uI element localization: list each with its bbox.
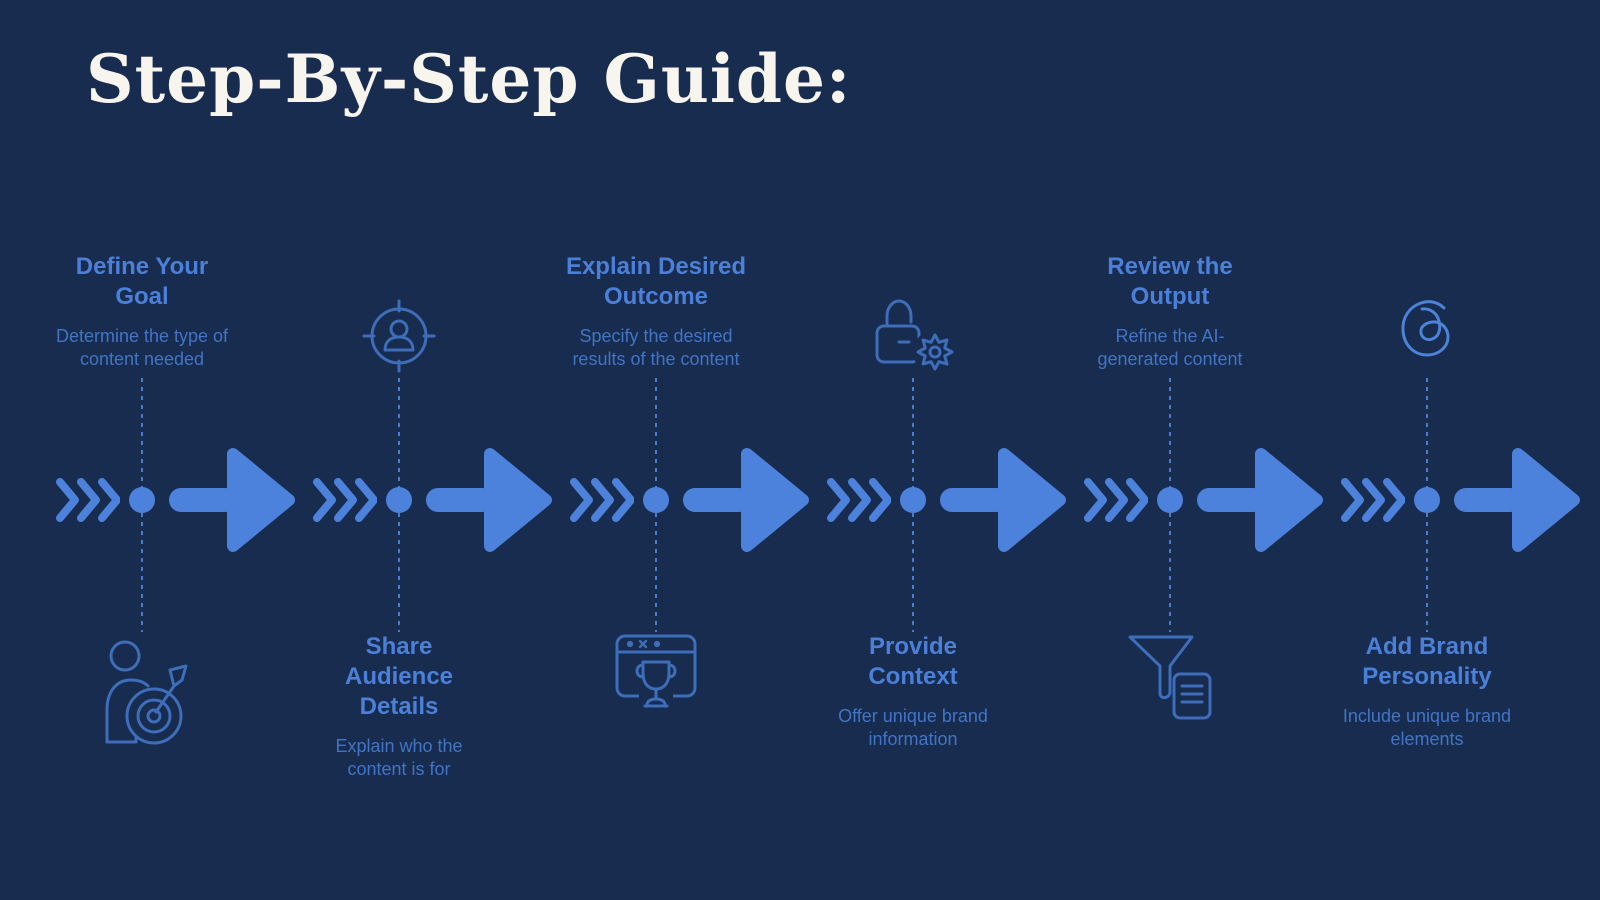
timeline-dot — [1157, 487, 1183, 513]
triple-chevron-icon — [56, 478, 120, 522]
dotted-connector — [141, 378, 143, 632]
step-title: Share Audience Details — [344, 633, 454, 720]
timeline-dot — [129, 487, 155, 513]
step-title: Add Brand Personality — [1362, 633, 1492, 690]
arrow-icon — [169, 448, 295, 552]
step-title: Define Your Goal — [75, 253, 209, 310]
timeline-dot — [643, 487, 669, 513]
timeline-dot — [900, 487, 926, 513]
dotted-connector — [912, 378, 914, 632]
arrow-icon — [1454, 448, 1580, 552]
step-title: Review the Output — [1107, 253, 1233, 310]
arrow-icon — [940, 448, 1066, 552]
step-text: Explain Desired Outcome Specify the desi… — [531, 252, 781, 370]
timeline-dot — [386, 487, 412, 513]
triple-chevron-icon — [827, 478, 891, 522]
step-description: Refine the AI-generated content — [1097, 326, 1243, 369]
threads-icon — [1401, 300, 1450, 357]
step-description: Specify the desired results of the conte… — [572, 326, 740, 369]
step-description: Explain who the content is for — [335, 736, 463, 779]
step-title: Provide Context — [868, 633, 958, 690]
step-text: Review the Output Refine the AI-generate… — [1045, 252, 1295, 370]
step-description: Determine the type of content needed — [55, 326, 229, 369]
goal-target-icon — [105, 640, 188, 745]
page-title: Step-By-Step Guide: — [86, 40, 852, 118]
step-text: Define Your Goal Determine the type of c… — [17, 252, 267, 370]
triple-chevron-icon — [570, 478, 634, 522]
arrow-icon — [1197, 448, 1323, 552]
dotted-connector — [1426, 378, 1428, 632]
step-title: Explain Desired Outcome — [565, 253, 747, 310]
step-text: Share Audience Details Explain who the c… — [274, 632, 524, 780]
funnel-document-icon — [1128, 635, 1212, 720]
triple-chevron-icon — [1341, 478, 1405, 522]
step-description: Offer unique brand information — [838, 706, 988, 749]
step-text: Provide Context Offer unique brand infor… — [788, 632, 1038, 750]
step-description: Include unique brand elements — [1342, 706, 1512, 749]
arrow-icon — [683, 448, 809, 552]
dotted-connector — [398, 378, 400, 632]
dotted-connector — [1169, 378, 1171, 632]
timeline-dot — [1414, 487, 1440, 513]
step-text: Add Brand Personality Include unique bra… — [1302, 632, 1552, 750]
audience-target-icon — [362, 299, 436, 373]
lock-gear-icon — [875, 299, 957, 374]
browser-trophy-icon — [615, 634, 697, 718]
triple-chevron-icon — [313, 478, 377, 522]
triple-chevron-icon — [1084, 478, 1148, 522]
arrow-icon — [426, 448, 552, 552]
dotted-connector — [655, 378, 657, 632]
